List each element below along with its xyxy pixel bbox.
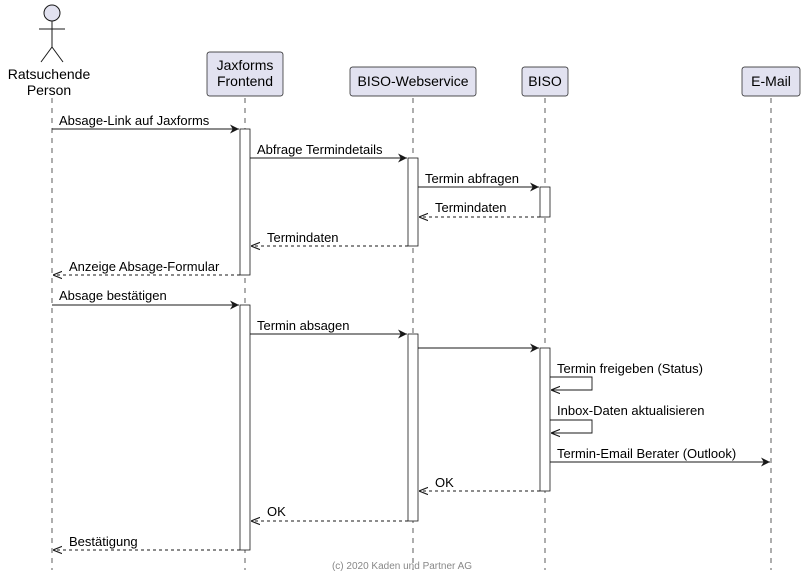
message-label-3: Termin abfragen bbox=[425, 171, 519, 186]
participant-biso-webservice-label: BISO-Webservice bbox=[358, 73, 469, 89]
message-label-11: Inbox-Daten aktualisieren bbox=[557, 403, 704, 418]
activation-biso-webservice-1 bbox=[407, 157, 419, 247]
activations bbox=[239, 128, 551, 551]
activation-biso-2 bbox=[539, 347, 551, 492]
actor-head-icon bbox=[43, 4, 61, 22]
participant-email: E-Mail bbox=[741, 66, 801, 97]
footer-copyright: (c) 2020 Kaden und Partner AG bbox=[332, 561, 472, 572]
message-arrow-11 bbox=[550, 419, 593, 433]
participant-email-label: E-Mail bbox=[751, 73, 791, 89]
message-label-1: Absage-Link auf Jaxforms bbox=[59, 113, 210, 128]
message-label-15: Bestätigung bbox=[69, 534, 138, 549]
participant-jaxforms-line1: Jaxforms bbox=[217, 57, 274, 73]
message-arrow-10 bbox=[550, 376, 593, 390]
activation-biso-1 bbox=[539, 186, 551, 218]
participant-person-line1: Ratsuchende bbox=[8, 66, 91, 82]
participant-biso-label: BISO bbox=[528, 73, 562, 89]
participant-jaxforms-line2: Frontend bbox=[217, 73, 273, 89]
message-label-6: Anzeige Absage-Formular bbox=[69, 259, 220, 274]
message-label-4: Termindaten bbox=[435, 200, 507, 215]
participant-person-line2: Person bbox=[27, 82, 71, 98]
activation-biso-webservice-2 bbox=[407, 333, 419, 522]
participant-biso-webservice: BISO-Webservice bbox=[349, 66, 477, 97]
message-label-13: OK bbox=[435, 475, 454, 490]
message-label-12: Termin-Email Berater (Outlook) bbox=[557, 446, 736, 461]
message-label-10: Termin freigeben (Status) bbox=[557, 361, 703, 376]
actor-person: Ratsuchende Person bbox=[8, 4, 91, 98]
messages bbox=[52, 124, 770, 550]
message-label-5: Termindaten bbox=[267, 230, 339, 245]
message-label-2: Abfrage Termindetails bbox=[257, 142, 383, 157]
message-label-14: OK bbox=[267, 504, 286, 519]
activation-jaxforms-1 bbox=[239, 128, 251, 276]
message-label-8: Termin absagen bbox=[257, 318, 350, 333]
message-label-7: Absage bestätigen bbox=[59, 288, 167, 303]
participant-jaxforms: Jaxforms Frontend bbox=[206, 51, 284, 97]
activation-jaxforms-2 bbox=[239, 304, 251, 551]
participant-biso: BISO bbox=[521, 66, 569, 97]
message-labels: Absage-Link auf Jaxforms Abfrage Termind… bbox=[59, 113, 736, 549]
